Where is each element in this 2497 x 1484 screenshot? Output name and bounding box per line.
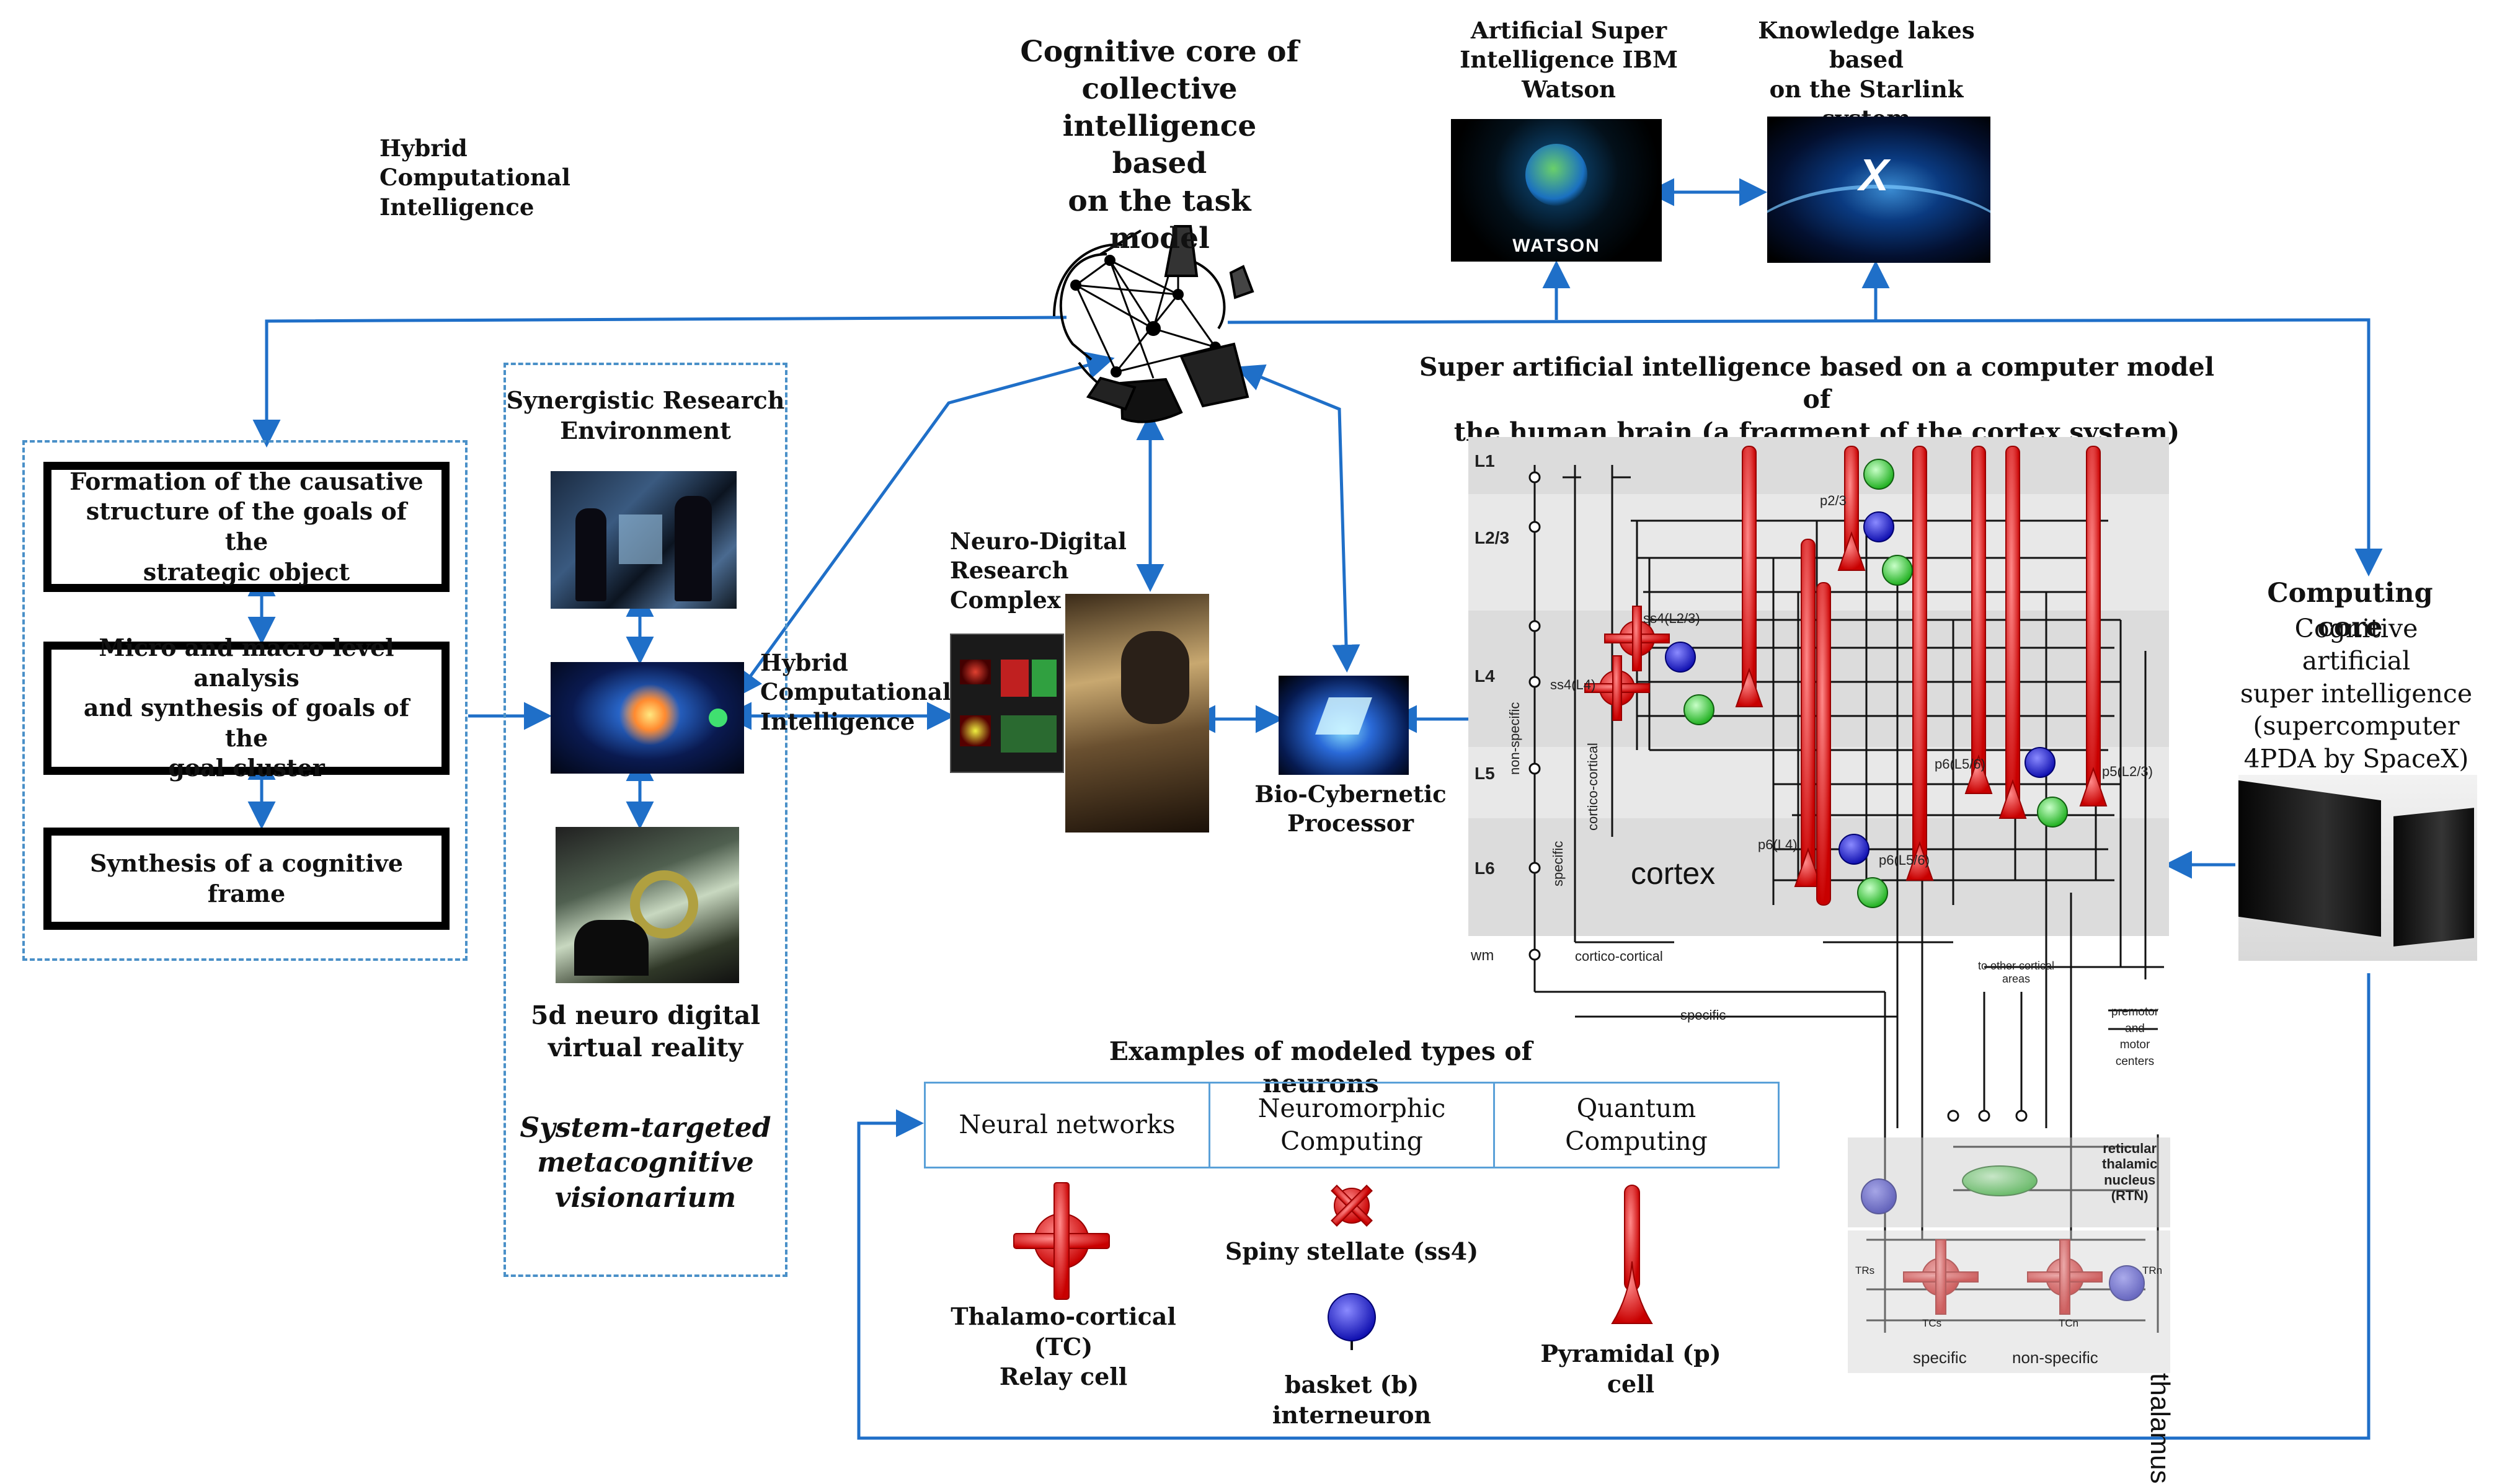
arrow-feedback-loop (857, 973, 2371, 1440)
bio-cybernetic-processor-image (1279, 676, 1409, 775)
neuro-digital-complex-label: Neuro-Digital Research Complex (950, 528, 1127, 614)
label-tr-n: TRn (2142, 1265, 2163, 1276)
label-p6-l56b: p6(L5/6) (1879, 852, 1930, 868)
vr-user (574, 920, 649, 976)
earth-horizon (1767, 185, 1990, 263)
label-specific-horizontal: specific (1680, 1007, 1726, 1023)
label-specific-bottom: specific (1913, 1348, 1967, 1367)
table-cell-neural-networks: Neural networks (926, 1084, 1210, 1167)
arrow-core-bio (1235, 364, 1360, 673)
neuro-vr-image (556, 827, 739, 983)
vr-dot-icon (709, 709, 727, 727)
chart-bar (1032, 660, 1057, 697)
watson-image: WATSON (1451, 119, 1662, 262)
cortex-word: cortex (1631, 856, 1716, 891)
layer-label-l5: L5 (1475, 764, 1495, 783)
computing-core-desc: Cognitive artificial super intelligence … (2240, 614, 2473, 774)
label-ss4-l23: ss4(L2/3) (1643, 611, 1700, 626)
examples-title: Examples of modeled types of neurons (1109, 1036, 1533, 1099)
label-premotor: premotor and motor centers (2111, 1005, 2159, 1068)
label-tc-s: TCs (1922, 1317, 1942, 1329)
hybrid-intelligence-top-label: Hybrid Computational Intelligence (379, 135, 570, 221)
basket-interneuron-icon (1328, 1293, 1376, 1350)
hybrid-intelligence-mid-label: Hybrid Computational Intelligence (760, 649, 951, 735)
starlink-image: X (1767, 117, 1990, 263)
tc-relay-cell-label: Thalamo-cortical (TC) Relay cell (951, 1302, 1176, 1391)
label-non-specific-bottom: non-specific (2012, 1348, 2098, 1367)
vr-glow (619, 684, 681, 746)
table-cell-quantum: Quantum Computing (1565, 1093, 1708, 1156)
label-p6-l4: p6(L4) (1758, 837, 1798, 852)
pyramidal-cell-label: Pyramidal (p) cell (1540, 1340, 1721, 1398)
neuro-digital-person-image (1065, 594, 1209, 833)
watson-logo: WATSON (1512, 236, 1600, 256)
layer-label-l1: L1 (1475, 451, 1495, 470)
five-d-vr-label: 5d neuro digital virtual reality (531, 1000, 760, 1063)
brain-scan-thumb (960, 715, 991, 746)
layer-label-l23: L2/3 (1475, 528, 1510, 547)
computing-core-title: Computing core (2267, 578, 2433, 643)
virtual-reality-image (551, 662, 744, 774)
synergistic-environment-label: Synergistic Research Environment (506, 386, 785, 444)
goal-box-micro-macro-analysis: Micro and macro level analysis and synth… (43, 634, 450, 782)
lab-figure (575, 508, 606, 601)
goal-box-cognitive-frame: Synthesis of a cognitive frame (43, 828, 450, 930)
label-tc-n: TCn (2059, 1317, 2079, 1329)
computing-types-table: Neural networks Neuromorphic Computing Q… (924, 1082, 1780, 1168)
label-p5-l23: p5(L2/3) (2102, 764, 2153, 779)
cognitive-core-symbol (1053, 225, 1254, 423)
spiny-stellate-label: Spiny stellate (ss4) (1225, 1237, 1479, 1265)
arrow-core-to-computing (1227, 318, 2383, 576)
cognitive-core-title: Cognitive core of collective intelligenc… (1020, 35, 1299, 255)
research-lab-image (551, 471, 737, 609)
thalamus-band (1848, 1230, 2170, 1373)
label-p6-l56: p6(L5/6) (1935, 756, 1985, 772)
research-environment-panel (503, 363, 787, 1277)
brain-scan-thumb (960, 660, 991, 684)
layer-band-l1 (1468, 437, 2169, 494)
goal-box-causative-structure: Formation of the causative structure of … (43, 462, 450, 592)
rtn-band (1848, 1137, 2170, 1227)
bio-cybernetic-processor-label: Bio-Cybernetic Processor (1254, 780, 1447, 837)
neuro-digital-screen-image (950, 634, 1064, 773)
label-ss4-l4: ss4(L4) (1550, 677, 1596, 692)
lab-screen (619, 515, 662, 564)
supercomputer-image (2238, 775, 2477, 961)
goals-panel (22, 440, 468, 961)
layer-label-l6: L6 (1475, 859, 1495, 878)
brain-model-title: Super artificial intelligence based on a… (1419, 352, 2215, 447)
table-cell-neuromorphic: Neuromorphic Computing (1210, 1084, 1495, 1167)
chart-bar (1001, 660, 1029, 697)
lab-figure (675, 496, 712, 601)
basket-interneuron-label: basket (b) interneuron (1272, 1371, 1432, 1429)
visionarium-label: System-targeted metacognitive visionariu… (520, 1112, 771, 1214)
chart-panel (1001, 715, 1057, 753)
arrow-core-to-goals (252, 316, 1067, 448)
spiny-stellate-icon (1331, 1185, 1373, 1227)
watson-globe-icon (1525, 144, 1587, 206)
headset-device (1121, 631, 1189, 724)
label-p23: p2/3 (1820, 493, 1847, 508)
label-other-cortical: to other cortical areas (1978, 960, 2055, 985)
pyramidal-cell-icon (1611, 1185, 1653, 1324)
label-tr-s: TRs (1855, 1265, 1875, 1276)
tc-relay-cell-icon (1013, 1182, 1110, 1300)
layer-label-l4: L4 (1475, 666, 1495, 686)
arrow-vr-to-core (734, 351, 1115, 699)
watson-label: Artificial Super Intelligence IBM Watson (1460, 17, 1678, 103)
label-cortico-cortical-horizontal: cortico-cortical (1575, 948, 1663, 964)
layer-label-wm: wm (1471, 947, 1494, 964)
label-rtn: reticular thalamic nucleus (RTN) (2102, 1141, 2158, 1203)
spacex-logo-icon: X (1859, 151, 1889, 200)
